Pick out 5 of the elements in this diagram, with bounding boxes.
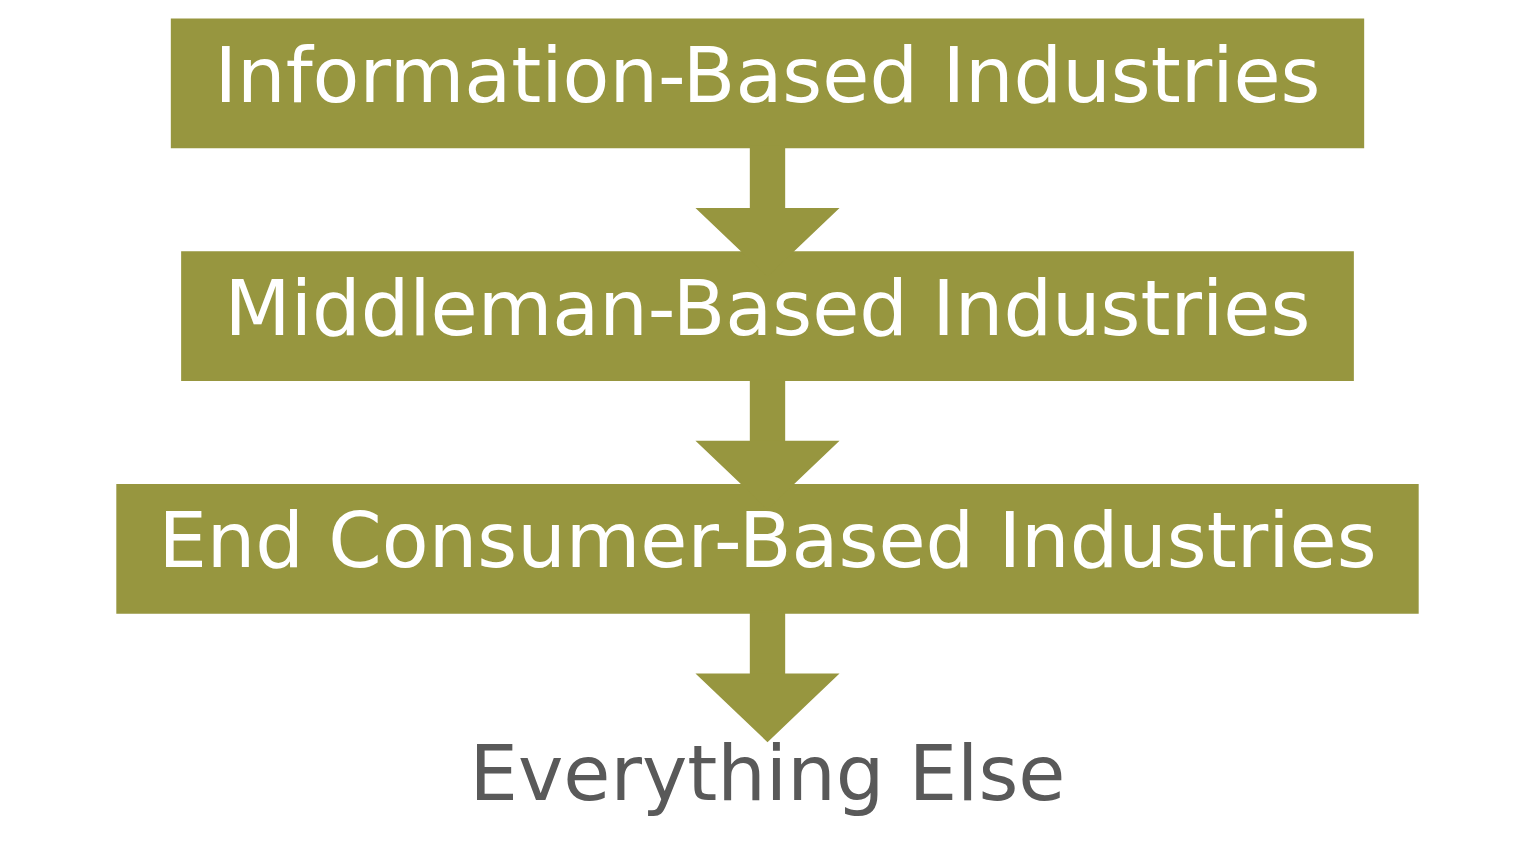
node-box: End Consumer-Based Industries <box>116 484 1419 614</box>
node-box: Information-Based Industries <box>170 18 1365 149</box>
node-text: Everything Else <box>469 729 1066 819</box>
node-box: Middleman-Based Industries <box>181 251 1354 381</box>
arrow <box>695 612 840 743</box>
